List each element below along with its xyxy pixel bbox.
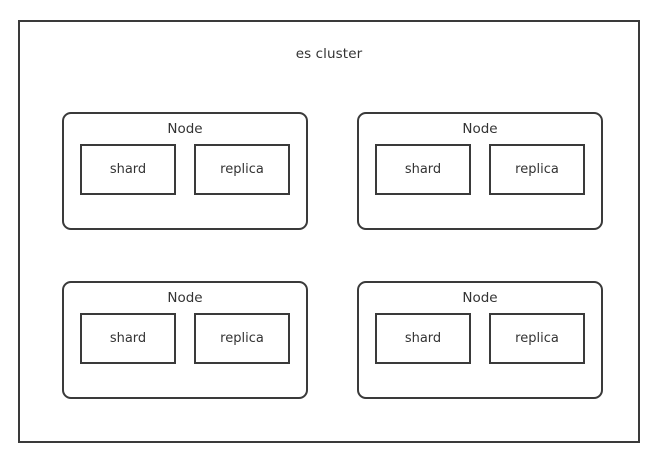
node-box: Node shard replica [62, 281, 308, 399]
replica-box: replica [194, 313, 290, 364]
shard-label: shard [404, 330, 442, 346]
shard-box: shard [375, 313, 471, 364]
shard-label: shard [109, 161, 147, 177]
node-box: Node shard replica [357, 281, 603, 399]
node-label: Node [462, 290, 498, 306]
es-cluster-container: es cluster Node shard replica Node shard… [18, 20, 640, 443]
shard-label: shard [404, 161, 442, 177]
node-label: Node [462, 121, 498, 137]
node-box: Node shard replica [62, 112, 308, 230]
cluster-title: es cluster [295, 46, 363, 62]
node-box: Node shard replica [357, 112, 603, 230]
shard-box: shard [80, 313, 176, 364]
replica-box: replica [194, 144, 290, 195]
shard-label: shard [109, 330, 147, 346]
replica-label: replica [515, 161, 559, 177]
shard-box: shard [375, 144, 471, 195]
replica-label: replica [515, 330, 559, 346]
node-label: Node [167, 290, 203, 306]
replica-label: replica [220, 330, 264, 346]
replica-label: replica [220, 161, 264, 177]
node-label: Node [167, 121, 203, 137]
replica-box: replica [489, 313, 585, 364]
replica-box: replica [489, 144, 585, 195]
shard-box: shard [80, 144, 176, 195]
